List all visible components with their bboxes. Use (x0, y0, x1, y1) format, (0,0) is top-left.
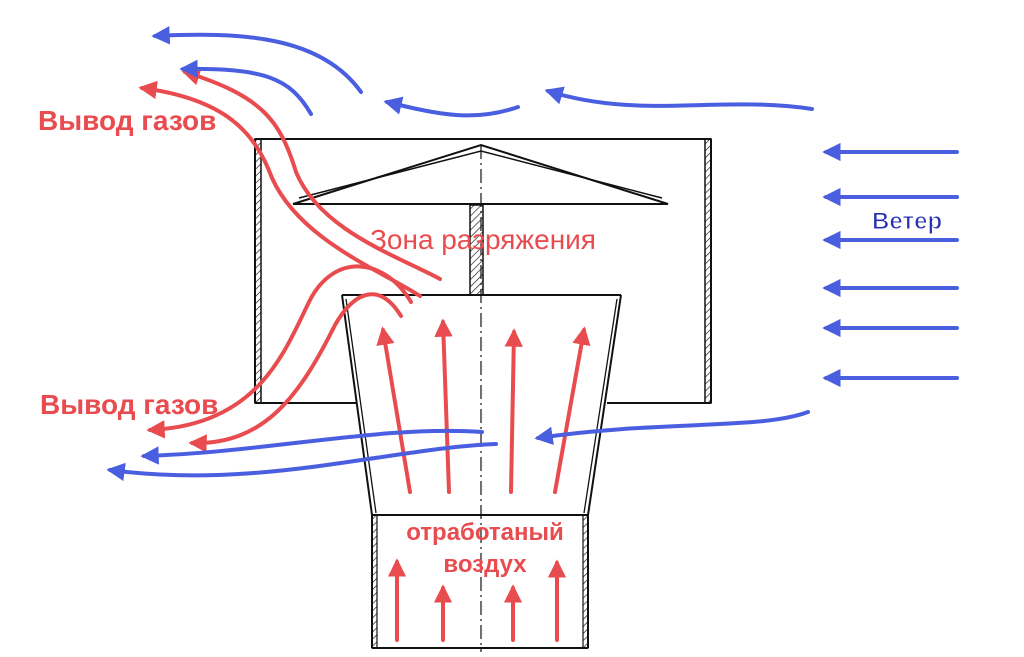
wind-flows (106, 26, 959, 482)
wind-over-top (179, 59, 313, 116)
gas-exit-stream-bottom (188, 292, 403, 453)
hot-gas-flows (138, 67, 591, 642)
updraft-arrow (553, 326, 591, 494)
deflector-structure (254, 138, 712, 652)
wind-label: Ветер (871, 208, 943, 235)
wind-exit-bottom (140, 428, 484, 465)
outer-shell (254, 138, 712, 404)
gas-exit-stream-bottom (146, 264, 413, 439)
wind-over-top (544, 86, 814, 111)
updraft-arrow (434, 318, 453, 494)
gas-outlet-label-bottom: Вывод газов (40, 389, 219, 420)
exhaust-air-label-line1: отработаный (406, 519, 564, 546)
wind-over-top (151, 26, 363, 94)
vacuum-zone-label: Зона разряжения (370, 224, 596, 255)
gas-exit-stream-top (181, 67, 442, 281)
updraft-arrow (504, 328, 523, 494)
wind-into-cone (534, 410, 810, 445)
wind-over-top (383, 96, 520, 118)
wind-exit-bottom (106, 442, 498, 482)
exhaust-air-label-line2: воздух (443, 550, 527, 578)
gas-outlet-label-top: Вывод газов (38, 105, 217, 136)
exhaust-air-label: отработаный воздух (385, 517, 585, 580)
pipe (371, 514, 589, 649)
updraft-arrow (376, 326, 412, 494)
